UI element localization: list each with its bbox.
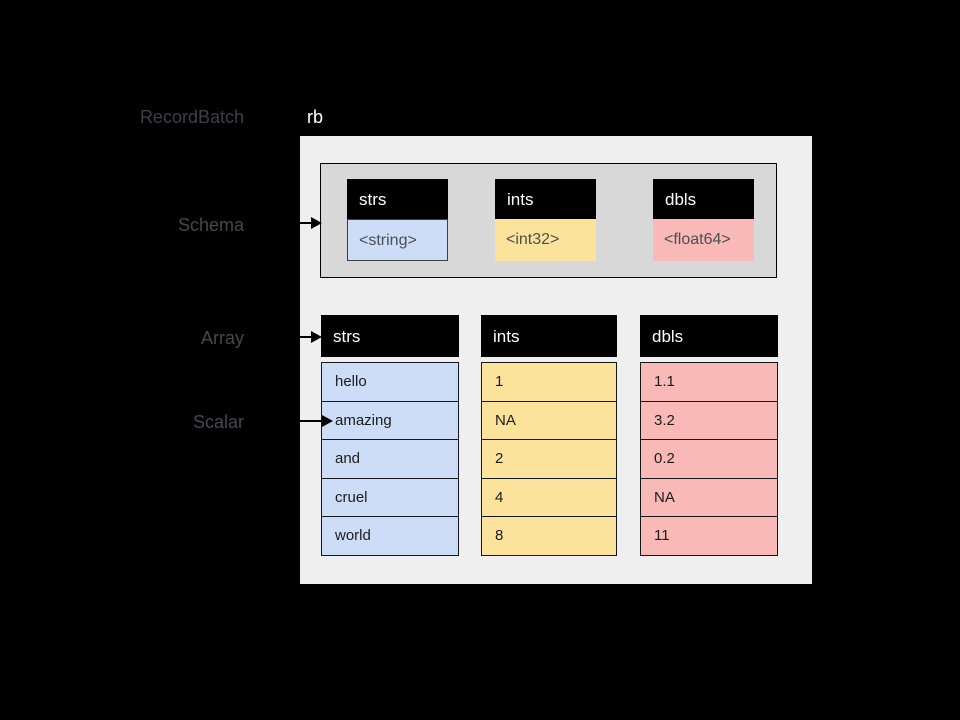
schema-box: strs <string> ints <int32> dbls <float64… xyxy=(320,163,777,278)
array-column-ints: ints 1 NA 2 4 8 xyxy=(481,315,617,556)
schema-arrow xyxy=(250,217,322,229)
recordbatch-panel: strs <string> ints <int32> dbls <float64… xyxy=(300,136,812,584)
schema-field-card-ints: ints <int32> xyxy=(495,179,596,261)
schema-field-card-dbls: dbls <float64> xyxy=(653,179,754,261)
schema-field-type: <float64> xyxy=(653,219,754,261)
array-cell: 11 xyxy=(640,516,778,556)
array-cell: NA xyxy=(481,400,617,441)
array-cell: 8 xyxy=(481,516,617,556)
schema-label: Schema xyxy=(177,215,244,235)
schema-field-name: dbls xyxy=(653,179,754,219)
scalar-arrow xyxy=(250,415,333,427)
array-cell: amazing xyxy=(321,400,459,441)
array-cell: 3.2 xyxy=(640,400,778,441)
array-cell: cruel xyxy=(321,477,459,518)
schema-field-name: strs xyxy=(347,179,448,219)
array-cell: 0.2 xyxy=(640,439,778,479)
array-column-header: ints xyxy=(481,315,617,357)
recordbatch-label: RecordBatch xyxy=(139,107,244,127)
array-cell: world xyxy=(321,516,459,556)
array-cell: and xyxy=(321,439,459,479)
schema-field-type: <int32> xyxy=(495,219,596,261)
array-cell: 1.1 xyxy=(640,362,778,402)
rb-variable-label: rb xyxy=(307,107,324,127)
array-cell: 4 xyxy=(481,477,617,518)
array-cell: 2 xyxy=(481,439,617,479)
schema-field-type: <string> xyxy=(347,219,448,261)
array-cell: NA xyxy=(640,477,778,518)
schema-field-card-strs: strs <string> xyxy=(347,179,448,261)
array-label: Array xyxy=(200,328,244,348)
array-arrow xyxy=(250,331,322,343)
schema-field-name: ints xyxy=(495,179,596,219)
array-cell: hello xyxy=(321,362,459,402)
array-cell: 1 xyxy=(481,362,617,402)
array-column-header: strs xyxy=(321,315,459,357)
array-column-header: dbls xyxy=(640,315,778,357)
scalar-label: Scalar xyxy=(192,412,244,432)
array-column-dbls: dbls 1.1 3.2 0.2 NA 11 xyxy=(640,315,778,556)
array-column-strs: strs hello amazing and cruel world xyxy=(321,315,459,556)
